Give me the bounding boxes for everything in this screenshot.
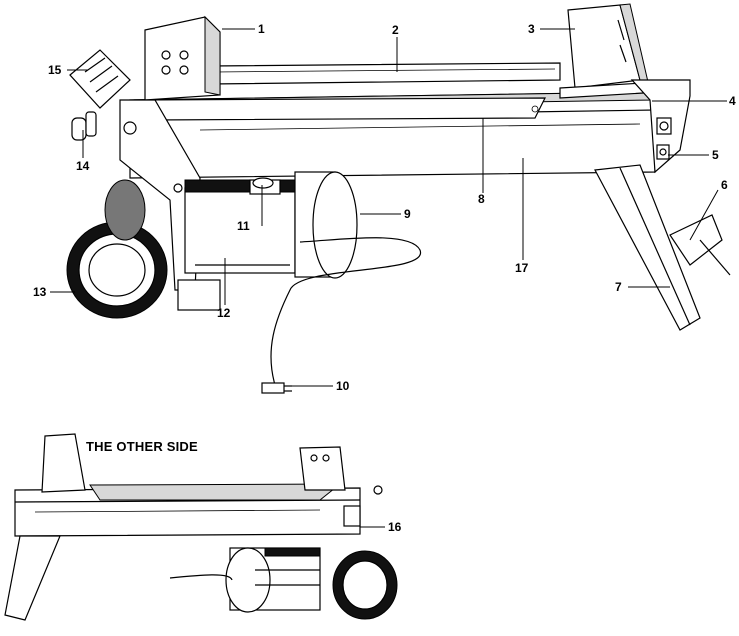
ram-push-plate [145, 17, 220, 100]
left-guard [70, 50, 130, 108]
callout-13: 13 [33, 286, 46, 298]
fan-cover [295, 172, 357, 278]
callout-14: 14 [76, 160, 89, 172]
callout-3: 3 [528, 23, 535, 35]
callout-10: 10 [336, 380, 349, 392]
callout-15: 15 [48, 64, 61, 76]
handle-knob [72, 112, 96, 140]
callout-4: 4 [729, 95, 736, 107]
callout-1: 1 [258, 23, 265, 35]
callout-12: 12 [217, 307, 230, 319]
callout-7: 7 [615, 281, 622, 293]
log-cradle [135, 98, 545, 120]
wheel [67, 180, 167, 318]
callout-9: 9 [404, 208, 411, 220]
callout-2: 2 [392, 24, 399, 36]
section-title-other-side: THE OTHER SIDE [86, 439, 198, 454]
callout-8: 8 [478, 193, 485, 205]
callout-6: 6 [721, 179, 728, 191]
callout-17: 17 [515, 262, 528, 274]
callout-5: 5 [712, 149, 719, 161]
callout-11: 11 [237, 220, 250, 232]
other-side-view [5, 434, 397, 620]
top-rail [210, 63, 560, 84]
callout-16: 16 [388, 521, 401, 533]
